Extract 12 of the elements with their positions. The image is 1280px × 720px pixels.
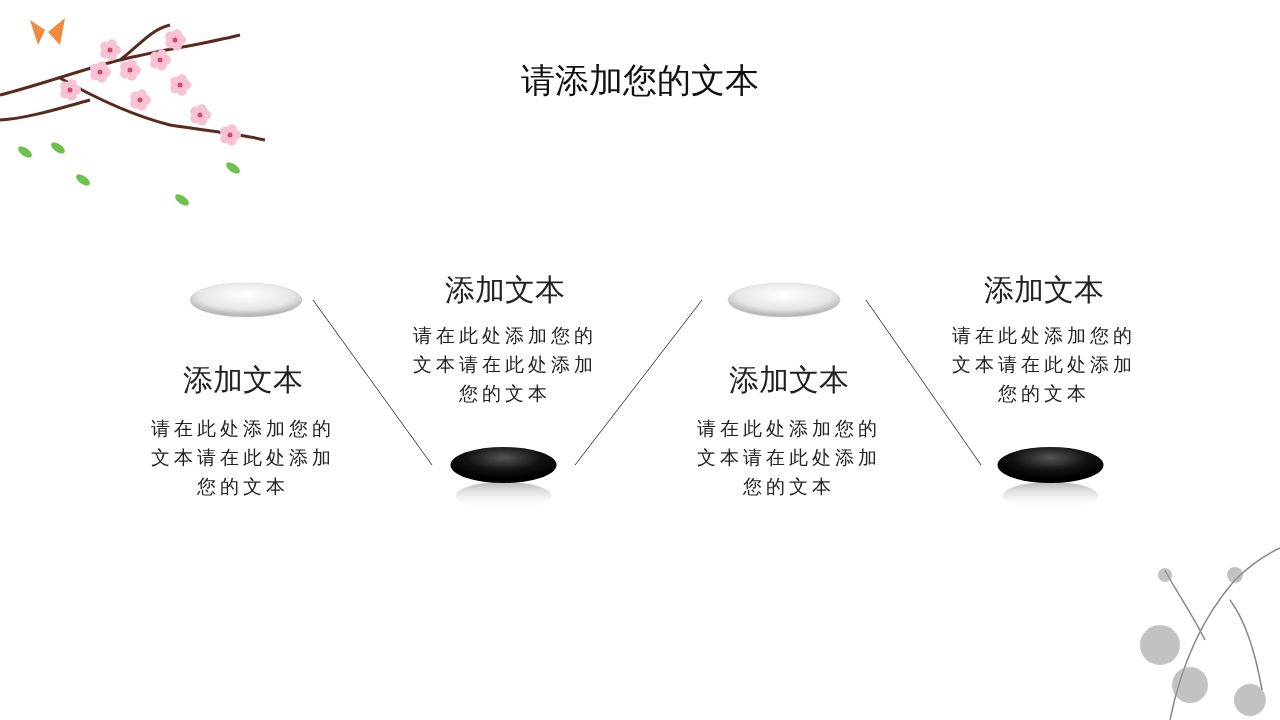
body-text: 请在此处添加您的文本请在此处添加您的文本 (696, 416, 882, 499)
heading-text: 添加文本 (182, 361, 304, 399)
body-text: 请在此处添加您的文本请在此处添加您的文本 (951, 323, 1137, 406)
connector-line (865, 299, 982, 466)
heading-text: 添加文本 (728, 361, 850, 399)
body-text: 请在此处添加您的文本请在此处添加您的文本 (150, 416, 336, 499)
title-text: 请添加您的文本 (520, 59, 760, 102)
connector-line (574, 299, 703, 466)
heading-text: 添加文本 (983, 271, 1105, 309)
connector-line (312, 299, 433, 466)
body-text: 请在此处添加您的文本请在此处添加您的文本 (412, 323, 598, 406)
heading-text: 添加文本 (444, 271, 566, 309)
